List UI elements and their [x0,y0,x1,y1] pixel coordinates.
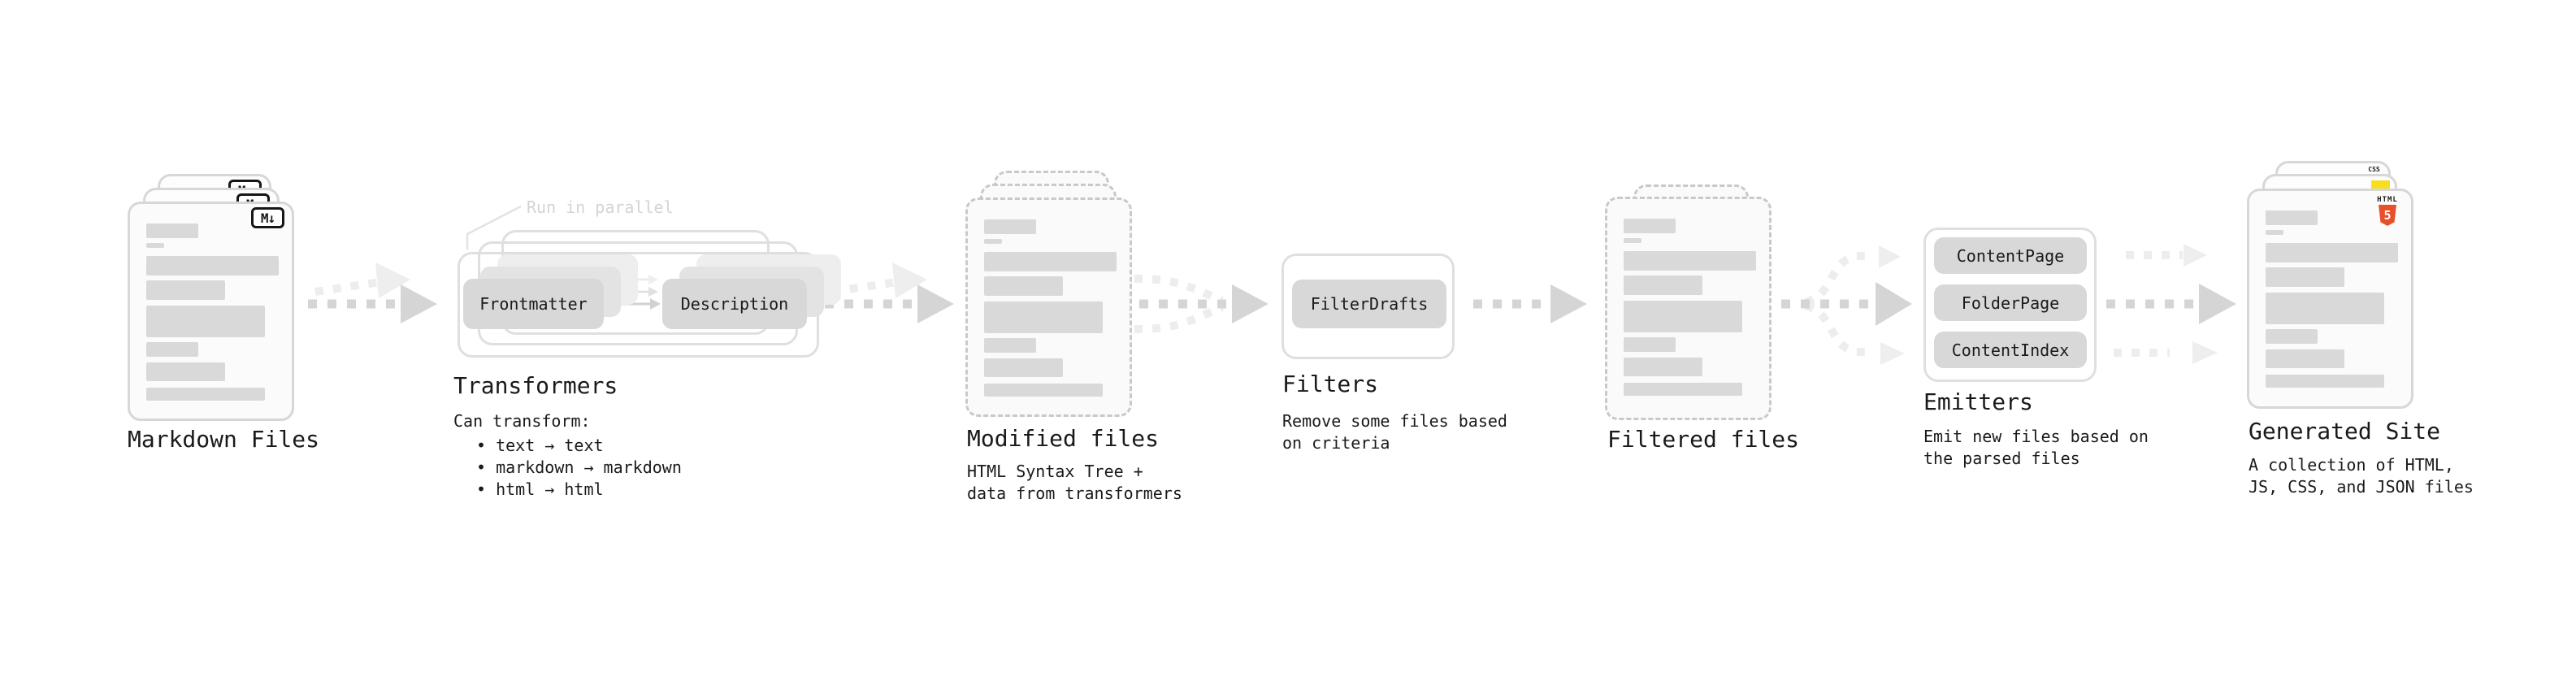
placeholder-text-bar [984,338,1036,353]
placeholder-text-bar [984,219,1036,234]
filterdrafts-node: FilterDrafts [1292,280,1446,328]
placeholder-text-bar [2266,243,2398,262]
html5-icon-label: HTML [2377,196,2398,204]
placeholder-text-bar [984,384,1103,397]
placeholder-text-bar [984,358,1063,377]
placeholder-text-bar [146,362,225,381]
placeholder-text-bar [1624,383,1742,396]
markdown-file-card: M↓ [128,202,294,421]
js-badge-icon [2371,180,2390,189]
arrow-filters-to-filtered [1473,284,1587,323]
placeholder-text-bar [1624,337,1676,352]
placeholder-text-bar [1624,301,1742,332]
markdown-files-label: Markdown Files [128,426,320,453]
filters-label: Filters [1282,371,1379,397]
emitters-description-line: Emit new files based on [1923,427,2149,446]
parallel-leader-line [466,205,522,249]
modified-files-label: Modified files [967,425,1160,452]
css-icon-label: CSS [2368,166,2380,173]
html-file-card: HTML 5 [2247,189,2413,409]
arrow-transformers-to-modified [825,262,954,323]
emitters-outline [1923,228,2097,382]
modified-files-description-line: HTML Syntax Tree + [967,462,1143,481]
filters-description-line: Remove some files based [1282,411,1507,431]
folderpage-node: FolderPage [1934,284,2087,321]
generated-site-label: Generated Site [2249,418,2441,445]
placeholder-text-bar [984,239,1002,244]
filters-description: Remove some files based on criteria [1282,410,1507,454]
placeholder-text-bar [146,388,265,401]
modified-file-card [965,197,1132,417]
html5-five: 5 [2383,208,2392,223]
generated-site-description-line: JS, CSS, and JSON files [2249,477,2474,497]
transformers-capability: • markdown → markdown [476,458,682,477]
generated-site-description-line: A collection of HTML, [2249,455,2454,475]
filtered-files-label: Filtered files [1607,426,1800,453]
arrow-emitters-to-site [2106,244,2236,364]
placeholder-text-bar [984,252,1117,271]
placeholder-text-bar [984,301,1103,333]
placeholder-text-bar [146,223,198,238]
modified-files-description: HTML Syntax Tree + data from transformer… [967,461,1182,505]
modified-files-description-line: data from transformers [967,484,1182,503]
placeholder-text-bar [146,342,198,357]
transformers-capability: • html → html [476,479,604,499]
run-in-parallel-label: Run in parallel [527,197,674,217]
placeholder-text-bar [1624,219,1676,233]
arrow-modified-to-filters [1134,275,1268,333]
filtered-file-card [1605,197,1772,420]
emitters-description-line: the parsed files [1923,449,2080,468]
placeholder-text-bar [1624,238,1641,243]
placeholder-text-bar [146,243,164,248]
generated-site-description: A collection of HTML, JS, CSS, and JSON … [2249,454,2474,498]
emitters-label: Emitters [1923,388,2033,415]
arrow-filtered-to-emitters [1781,245,1912,365]
filters-outline [1281,254,1455,359]
placeholder-text-bar [2266,293,2384,324]
placeholder-text-bar [1624,358,1702,376]
transformers-description: Can transform: • text → text • markdown … [453,410,682,501]
markdown-icon: M↓ [251,207,284,228]
emitters-description: Emit new files based on the parsed files [1923,426,2149,470]
placeholder-text-bar [146,256,279,275]
contentindex-node: ContentIndex [1934,332,2087,368]
placeholder-text-bar [2266,329,2318,344]
description-node: Description [662,279,807,329]
placeholder-text-bar [1624,275,1702,295]
placeholder-text-bar [2266,210,2318,225]
placeholder-text-bar [2266,267,2344,287]
placeholder-text-bar [2266,230,2283,235]
placeholder-text-bar [2266,375,2384,388]
transformers-description-intro: Can transform: [453,411,591,431]
transformers-label: Transformers [453,372,618,399]
placeholder-text-bar [984,276,1063,296]
transformers-capability: • text → text [476,436,604,455]
filters-description-line: on criteria [1282,433,1390,453]
contentpage-node: ContentPage [1934,237,2087,274]
arrow-markdown-to-transformers [308,262,437,323]
placeholder-text-bar [1624,251,1756,271]
placeholder-text-bar [146,280,225,300]
placeholder-text-bar [146,306,265,337]
frontmatter-node: Frontmatter [463,279,604,329]
html5-shield: 5 [2379,205,2396,226]
placeholder-text-bar [2266,349,2344,368]
html5-icon: HTML 5 [2375,196,2400,226]
